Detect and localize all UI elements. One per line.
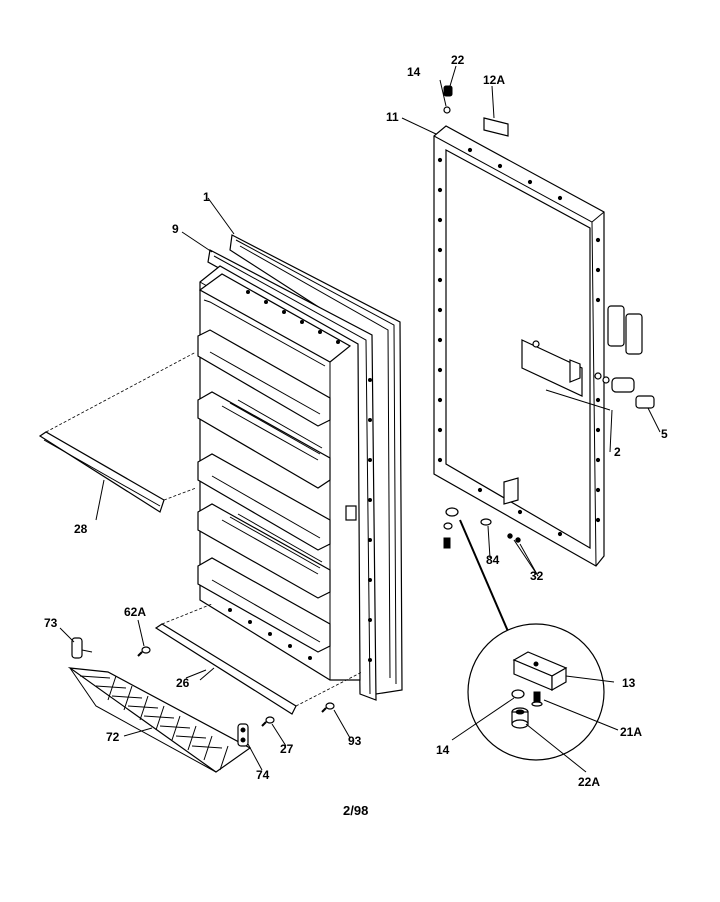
label-12A: 12A <box>483 73 505 87</box>
detail-circle <box>459 519 605 761</box>
footer-date: 2/98 <box>343 803 368 818</box>
screw-62A <box>137 646 151 657</box>
callout-labels: 1 9 11 14 22 12A 2 5 28 84 32 73 62A 26 … <box>44 53 668 789</box>
door-assembly <box>197 234 403 701</box>
hinge-bracket-2 <box>521 339 583 397</box>
door-gasket <box>207 249 377 701</box>
screw-27 <box>261 716 275 727</box>
label-11: 11 <box>386 110 399 124</box>
screw-22 <box>443 85 453 97</box>
label-32: 32 <box>530 569 544 583</box>
liner-dots <box>228 290 372 662</box>
leader-lines <box>59 65 661 773</box>
door-frame-11 <box>433 125 605 567</box>
label-28: 28 <box>74 522 88 536</box>
label-2: 2 <box>614 445 621 459</box>
top-parts <box>443 85 509 137</box>
label-14-bottom: 14 <box>436 743 450 757</box>
hinge-13 <box>512 651 568 692</box>
label-84: 84 <box>486 553 500 567</box>
label-93: 93 <box>348 734 362 748</box>
clip-73 <box>71 637 83 659</box>
part-84 <box>480 518 492 526</box>
bushing-22A <box>511 707 529 729</box>
label-9: 9 <box>172 222 179 236</box>
frame-holes <box>437 147 601 537</box>
label-73: 73 <box>44 616 58 630</box>
bottom-hinge-parts <box>443 507 521 549</box>
screw-93 <box>321 702 335 713</box>
label-72: 72 <box>106 730 120 744</box>
clip-74 <box>237 723 249 747</box>
label-62A: 62A <box>124 605 146 619</box>
label-22A: 22A <box>578 775 600 789</box>
pin-21A <box>531 691 543 707</box>
label-1: 1 <box>203 190 210 204</box>
shelf-bar-28 <box>38 351 197 521</box>
handle-parts <box>594 305 655 409</box>
shelf-bar-26 <box>154 603 363 715</box>
label-22: 22 <box>451 53 465 67</box>
label-27: 27 <box>280 742 294 756</box>
basket-72 <box>67 637 252 773</box>
label-26: 26 <box>176 676 190 690</box>
label-14-top: 14 <box>407 65 421 79</box>
screws <box>137 646 335 727</box>
washer-14-top <box>443 106 451 114</box>
washer-14 <box>511 689 525 699</box>
lock-cylinder <box>611 377 635 393</box>
label-21A: 21A <box>620 725 642 739</box>
label-13: 13 <box>622 676 636 690</box>
label-74: 74 <box>256 768 270 782</box>
label-5: 5 <box>661 427 668 441</box>
door-shelves <box>197 329 331 653</box>
key-5 <box>635 395 655 409</box>
plate-12A <box>483 117 509 137</box>
